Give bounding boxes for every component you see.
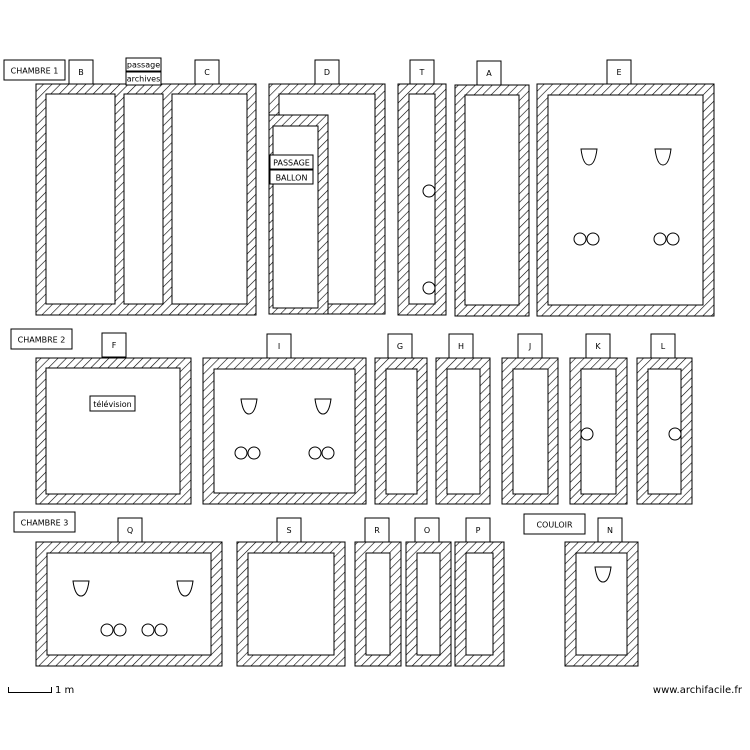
seat-icon	[240, 398, 258, 415]
label-couloir: COULOIR	[523, 513, 586, 535]
label-chambre-2-text: CHAMBRE 2	[18, 336, 66, 345]
tag-k: K	[585, 333, 611, 359]
tag-e: E	[606, 59, 632, 85]
wall-block-a	[454, 84, 530, 317]
wall-block-g	[374, 357, 428, 505]
tag-j: J	[517, 333, 543, 359]
tag-h-text: H	[458, 342, 464, 351]
tag-f-text: F	[112, 341, 117, 350]
note-ballon-text: BALLON	[276, 174, 308, 183]
tag-c: C	[194, 59, 220, 85]
wall-block-b-c	[35, 83, 257, 316]
tag-t-text: T	[419, 68, 425, 77]
tag-r: R	[364, 517, 390, 543]
tag-c-text: C	[204, 68, 210, 77]
label-chambre-1-text: CHAMBRE 1	[11, 67, 59, 76]
label-chambre-2: CHAMBRE 2	[10, 328, 73, 350]
circle-icon	[580, 427, 594, 441]
wall-block-p	[454, 541, 505, 667]
circle-icon	[422, 281, 436, 295]
tag-p-text: P	[476, 526, 481, 535]
tag-d-text: D	[324, 68, 330, 77]
wall-block-o	[405, 541, 452, 667]
circle-icon	[668, 427, 682, 441]
tag-s: S	[276, 517, 302, 543]
circle-icon	[422, 184, 436, 198]
wall-block-q	[35, 541, 223, 667]
site-credit: www.archifacile.fr	[652, 685, 742, 696]
label-couloir-text: COULOIR	[536, 521, 573, 530]
circle-icon	[247, 446, 261, 460]
tag-o: O	[414, 517, 440, 543]
circle-icon	[321, 446, 335, 460]
note-passage-text: passage	[127, 61, 160, 70]
tag-k-text: K	[595, 342, 601, 351]
note-passage-caps-text: PASSAGE	[273, 159, 310, 168]
circle-icon	[154, 623, 168, 637]
seat-icon	[594, 566, 612, 583]
label-passage-archives: passage archives	[125, 57, 162, 86]
tag-f: F	[101, 332, 127, 358]
circle-icon	[308, 446, 322, 460]
tag-i: I	[266, 333, 292, 359]
wall-block-t	[397, 83, 447, 316]
tag-l: L	[650, 333, 676, 359]
tag-q-text: Q	[127, 526, 133, 535]
circle-icon	[586, 232, 600, 246]
tag-o-text: O	[424, 526, 430, 535]
tag-a: A	[476, 60, 502, 86]
seat-icon	[72, 580, 90, 597]
wall-block-i	[202, 357, 367, 505]
tag-d: D	[314, 59, 340, 85]
tag-q: Q	[117, 517, 143, 543]
label-chambre-3: CHAMBRE 3	[13, 511, 76, 533]
tag-h: H	[448, 333, 474, 359]
wall-block-h	[435, 357, 491, 505]
tag-e-text: E	[616, 68, 621, 77]
wall-block-l	[636, 357, 693, 505]
seat-icon	[654, 148, 672, 166]
wall-block-r	[354, 541, 402, 667]
wall-block-s	[236, 541, 346, 667]
tag-a-text: A	[486, 69, 492, 78]
tag-g-text: G	[397, 342, 403, 351]
tag-g: G	[387, 333, 413, 359]
wall-block-k	[569, 357, 628, 505]
circle-icon	[573, 232, 587, 246]
circle-icon	[113, 623, 127, 637]
tag-t: T	[409, 59, 435, 85]
tag-n-text: N	[607, 526, 613, 535]
scale-label: 1 m	[55, 685, 75, 696]
tag-i-text: I	[278, 342, 280, 351]
tag-s-text: S	[286, 526, 291, 535]
wall-block-f	[35, 357, 192, 505]
seat-icon	[176, 580, 194, 597]
wall-block-n	[564, 541, 639, 667]
seat-icon	[314, 398, 332, 415]
circle-icon	[100, 623, 114, 637]
note-television-text: télévision	[93, 399, 132, 409]
scale-line	[8, 687, 52, 693]
wall-block-j	[501, 357, 559, 505]
label-chambre-1: CHAMBRE 1	[3, 59, 66, 81]
circle-icon	[234, 446, 248, 460]
circle-icon	[666, 232, 680, 246]
circle-icon	[141, 623, 155, 637]
label-passage-ballon: PASSAGE BALLON	[269, 154, 314, 185]
tag-l-text: L	[661, 342, 666, 351]
tag-b-text: B	[78, 68, 84, 77]
tag-j-text: J	[528, 342, 531, 351]
tag-r-text: R	[374, 526, 380, 535]
tag-b: B	[68, 59, 94, 85]
label-television: télévision	[89, 395, 136, 412]
wall-block-d	[268, 83, 386, 315]
circle-icon	[653, 232, 667, 246]
tag-p: P	[465, 517, 491, 543]
wall-block-e	[536, 83, 715, 317]
tag-n: N	[597, 517, 623, 543]
seat-icon	[580, 148, 598, 166]
note-archives-text: archives	[127, 75, 161, 84]
label-chambre-3-text: CHAMBRE 3	[21, 519, 69, 528]
